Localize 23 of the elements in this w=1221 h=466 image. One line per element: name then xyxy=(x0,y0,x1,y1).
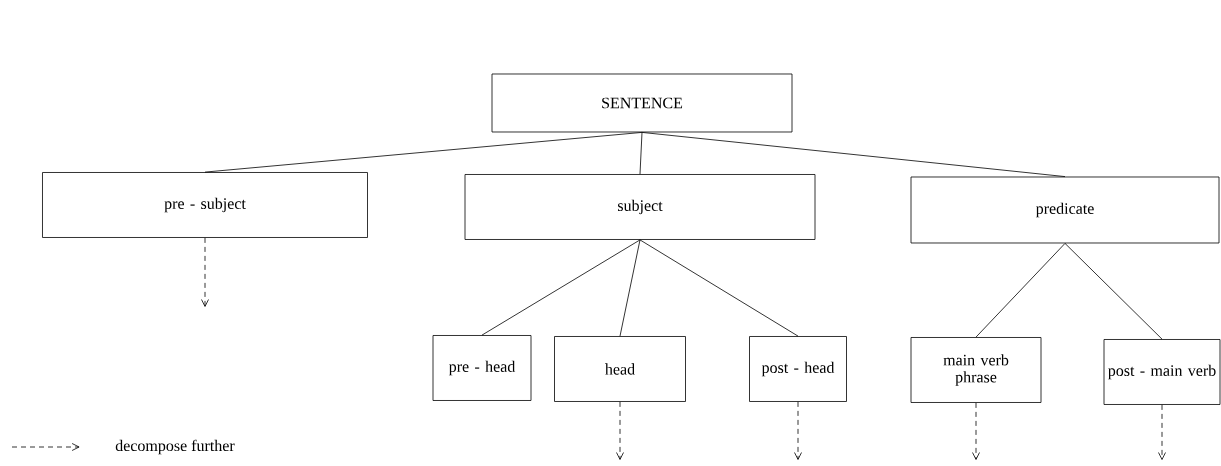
tree-box: predicate xyxy=(910,176,1220,244)
tree-box: post - main verb xyxy=(1103,339,1221,405)
connector-line xyxy=(481,239,641,336)
arrow xyxy=(972,402,980,460)
connector-line xyxy=(975,243,1066,338)
arrow xyxy=(616,401,624,460)
connector-line xyxy=(1064,243,1163,340)
tree-box: subject xyxy=(464,174,816,240)
tree-box: pre - subject xyxy=(42,172,368,238)
tree-box: post - head xyxy=(749,336,847,402)
connector-line xyxy=(639,132,643,175)
tree-box: SENTENCE xyxy=(491,73,793,133)
arrow xyxy=(794,401,802,460)
connector-line xyxy=(204,132,643,173)
connector-line xyxy=(619,239,641,337)
connector-line xyxy=(641,132,1066,177)
connector-line xyxy=(639,239,799,337)
legend-text: decompose further xyxy=(115,439,235,455)
arrow xyxy=(201,237,209,307)
tree-box: pre - head xyxy=(432,335,532,401)
tree-box: head xyxy=(554,336,686,402)
arrow xyxy=(1158,404,1166,460)
tree-box: main verb phrase xyxy=(910,337,1042,403)
